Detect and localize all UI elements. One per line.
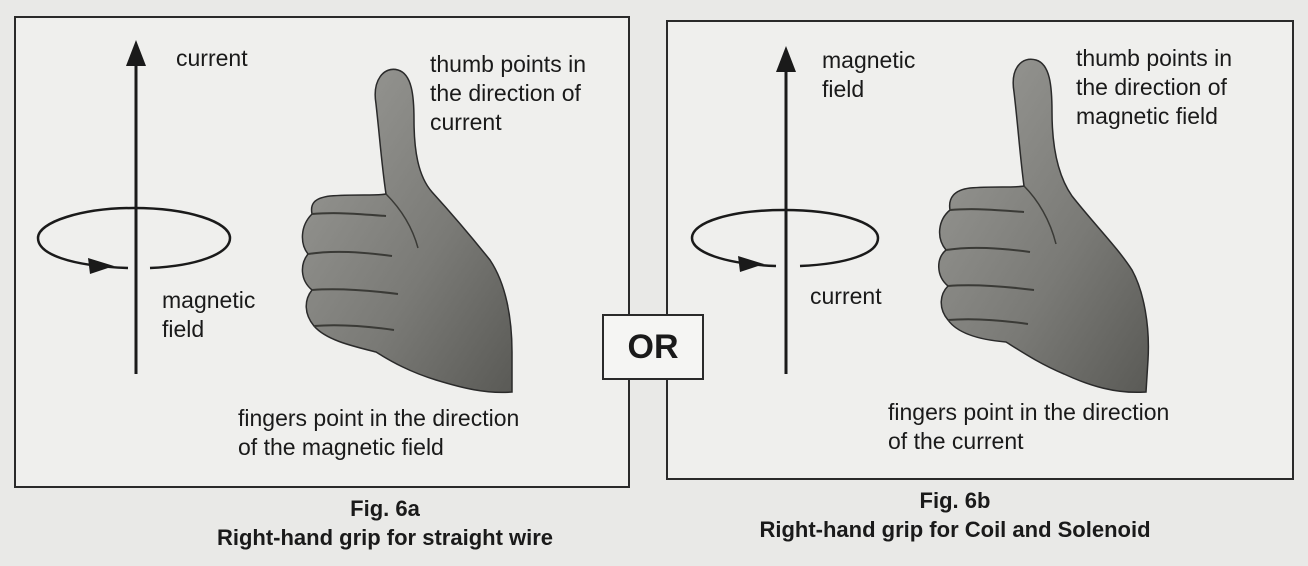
fig-b-loop-label: current xyxy=(810,283,882,309)
or-separator: OR xyxy=(602,314,704,380)
current-loop-icon xyxy=(690,208,880,272)
fig-b-caption: Fig. 6b Right-hand grip for Coil and Sol… xyxy=(700,486,1210,544)
fig-a-loop-label: magnetic field xyxy=(162,287,256,342)
fig-b-axis-label: magnetic field xyxy=(822,47,916,102)
current-arrow-icon xyxy=(126,40,146,374)
fig-a-caption: Fig. 6a Right-hand grip for straight wir… xyxy=(150,494,620,552)
fig-a-thumb-note: thumb points in the direction of current xyxy=(430,51,586,135)
magnetic-field-loop-icon xyxy=(36,206,232,274)
fig-b-fingers-note: fingers point in the direction of the cu… xyxy=(888,399,1170,454)
magnetic-field-arrow-icon xyxy=(776,46,796,374)
fig-a-fingers-note: fingers point in the direction of the ma… xyxy=(238,405,520,460)
fig-a-number: Fig. 6a xyxy=(350,496,420,521)
fig-b-thumb-note: thumb points in the direction of magneti… xyxy=(1076,45,1232,129)
fig-b-title: Right-hand grip for Coil and Solenoid xyxy=(759,517,1151,542)
thumbs-up-hand-icon xyxy=(301,68,513,394)
fig-a-axis-label: current xyxy=(176,45,248,71)
fig-a-title: Right-hand grip for straight wire xyxy=(216,525,554,550)
thumbs-up-hand-icon xyxy=(938,58,1150,394)
fig-b-number: Fig. 6b xyxy=(919,488,991,513)
